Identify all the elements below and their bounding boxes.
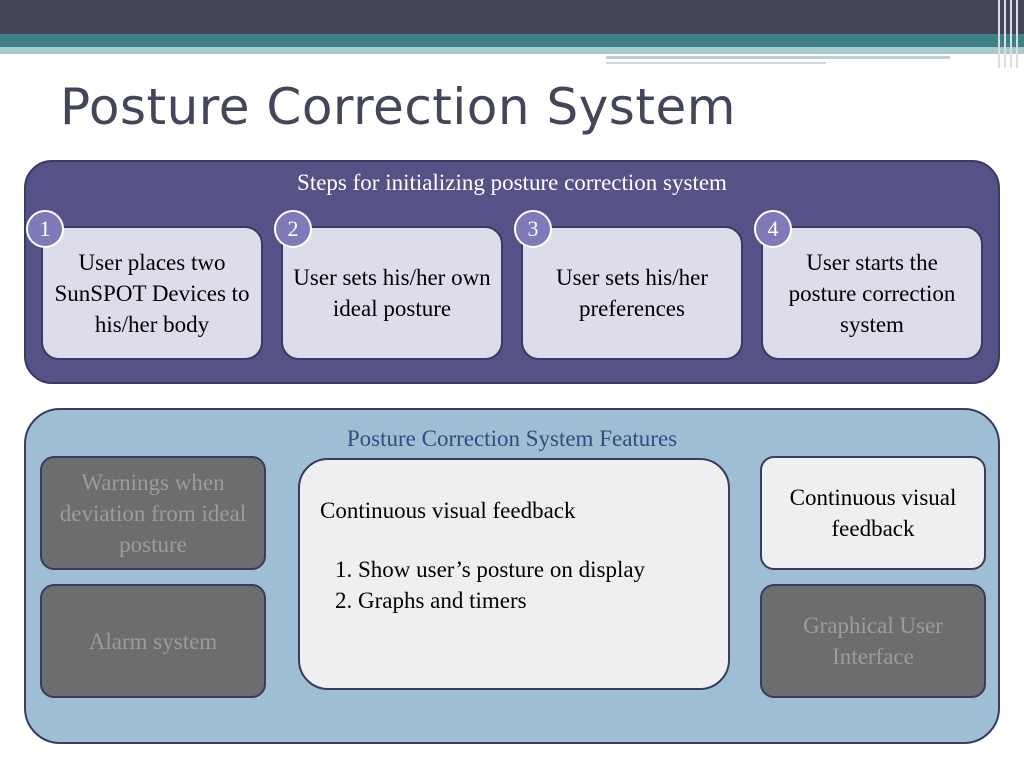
steps-panel: Steps for initializing posture correctio… (24, 160, 1000, 384)
step-number-badge-4: 4 (754, 210, 792, 248)
step-card-4: User starts the posture correction syste… (761, 226, 983, 360)
list-item: Graphs and timers (358, 585, 728, 616)
feature-gui-text: Graphical User Interface (803, 613, 943, 669)
feature-visual-feedback-text: Continuous visual feedback (789, 485, 957, 541)
feature-main-title: Continuous visual feedback (320, 498, 576, 523)
header-rule (606, 56, 950, 59)
feature-visual-feedback: Continuous visual feedback (760, 456, 986, 570)
edge-stripes-decoration (994, 0, 1024, 68)
step-number-badge-1: 1 (26, 210, 64, 248)
step-card-3: User sets his/her preferences (521, 226, 743, 360)
step-text: User starts the posture correction syste… (788, 249, 956, 337)
step-text: User sets his/her preferences (555, 265, 709, 321)
steps-heading: Steps for initializing posture correctio… (297, 170, 727, 195)
header-rule-secondary (606, 62, 826, 64)
features-heading: Posture Correction System Features (346, 426, 678, 451)
feature-warnings: Warnings when deviation from ideal postu… (40, 456, 266, 570)
feature-gui: Graphical User Interface (760, 584, 986, 698)
list-item: Show user’s posture on display (358, 554, 728, 585)
step-card-2: User sets his/her own ideal posture (281, 226, 503, 360)
feature-alarm-text: Alarm system (88, 628, 218, 654)
header-accent-band (0, 34, 1024, 47)
feature-main-list: Show user’s posture on display Graphs an… (320, 554, 728, 616)
feature-alarm: Alarm system (40, 584, 266, 698)
feature-main-detail: Continuous visual feedback Show user’s p… (298, 458, 730, 690)
feature-warnings-text: Warnings when deviation from ideal postu… (59, 469, 247, 557)
header-band (0, 0, 1024, 34)
header-accent-light-band (0, 47, 1024, 54)
step-number-badge-2: 2 (274, 210, 312, 248)
step-number-badge-3: 3 (514, 210, 552, 248)
slide-title: Posture Correction System (60, 78, 736, 136)
features-panel: Posture Correction System Features Warni… (24, 408, 1000, 744)
step-card-1: User places two SunSPOT Devices to his/h… (41, 226, 263, 360)
step-text: User sets his/her own ideal posture (293, 265, 491, 321)
step-text: User places two SunSPOT Devices to his/h… (54, 249, 250, 337)
